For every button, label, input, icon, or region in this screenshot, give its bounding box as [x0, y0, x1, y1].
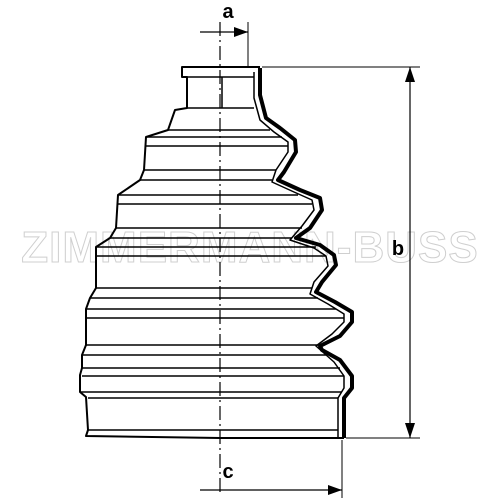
dimension-c: c — [200, 440, 343, 498]
dimension-a: a — [200, 1, 249, 67]
dimension-label-a: a — [222, 1, 234, 23]
boot-right-section-inner — [253, 72, 345, 438]
boot-right-collar — [220, 66, 344, 439]
dimension-label-b: b — [392, 238, 404, 260]
boot-right-folds — [220, 129, 344, 431]
boot-right-section-outer — [258, 68, 354, 438]
dimension-b: b — [262, 66, 420, 439]
boot-left-folds — [80, 76, 220, 431]
dimension-label-c: c — [222, 461, 233, 483]
boot-left-outline — [79, 66, 221, 439]
